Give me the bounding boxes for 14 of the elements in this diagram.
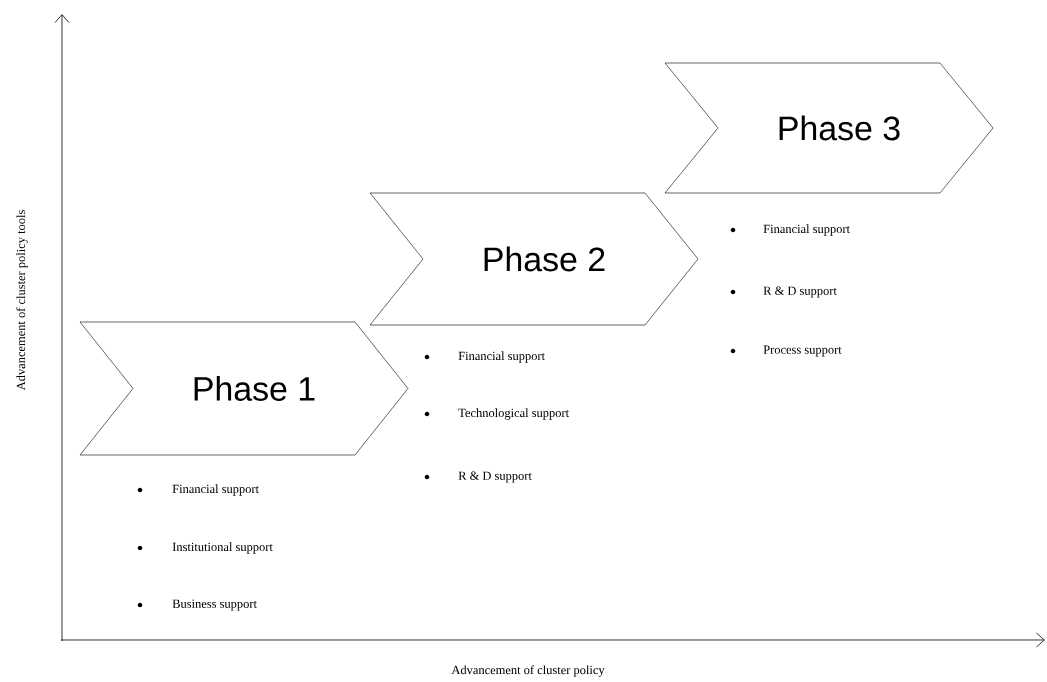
bullet-item: R & D support (424, 471, 532, 483)
bullet-item: Financial support (424, 351, 545, 363)
chevron-box: Phase 1 (79, 321, 409, 456)
axis-label: Advancement of cluster policy (451, 665, 605, 677)
axis-label: Advancement of cluster policy tools (16, 210, 28, 391)
bullet-item: Process support (730, 345, 842, 357)
bullet-item: R & D support (730, 286, 837, 298)
bullet-item: Financial support (137, 484, 259, 496)
bullet-item: Technological support (424, 408, 569, 420)
chevron-box: Phase 3 (664, 62, 994, 194)
bullet-item: Institutional support (137, 542, 273, 554)
bullet-item: Financial support (730, 224, 850, 236)
chevron-box: Phase 2 (369, 192, 699, 326)
bullet-item: Business support (137, 599, 257, 611)
